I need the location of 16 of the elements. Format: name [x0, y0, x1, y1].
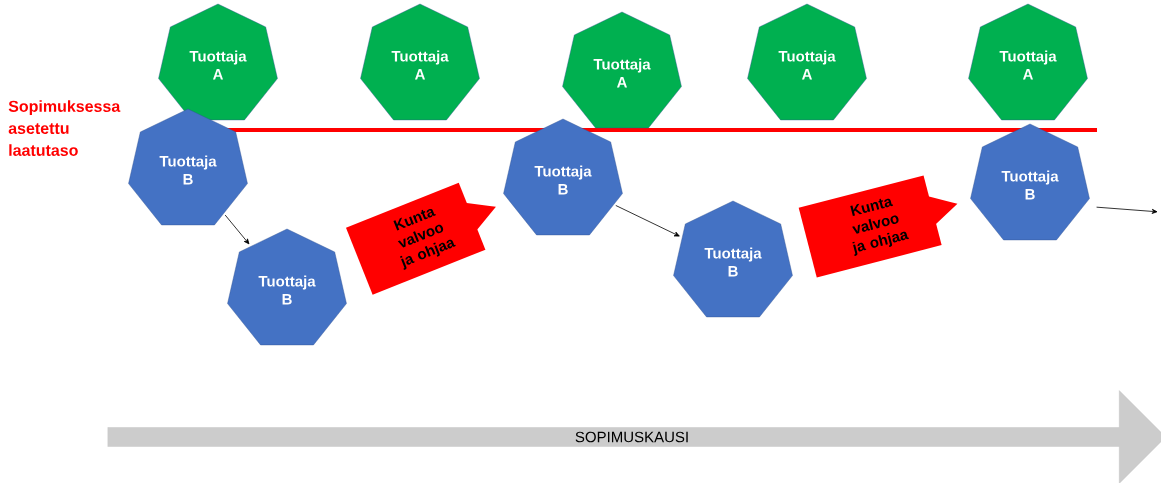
arrow: [224, 214, 250, 245]
heptagon: Tuottaja B: [227, 228, 347, 346]
heptagon: Tuottaja A: [158, 3, 278, 121]
heptagon: Tuottaja A: [562, 11, 682, 129]
threshold-label: Sopimuksessa asetettu laatutaso: [8, 100, 121, 156]
heptagon: Tuottaja A: [360, 3, 480, 121]
arrow: [615, 205, 680, 237]
heptagon: Tuottaja B: [970, 123, 1090, 241]
heptagon: Tuottaja A: [968, 3, 1088, 121]
arrow: [1096, 206, 1158, 214]
heptagon: Tuottaja B: [503, 118, 623, 236]
edge-label: Kunta valvoo ja ohjaa: [393, 208, 456, 270]
heptagon: Tuottaja A: [747, 3, 867, 121]
heptagon: Tuottaja B: [128, 108, 248, 226]
heptagon: Tuottaja B: [673, 200, 793, 318]
edge-label: Kunta valvoo ja ohjaa: [850, 198, 909, 256]
